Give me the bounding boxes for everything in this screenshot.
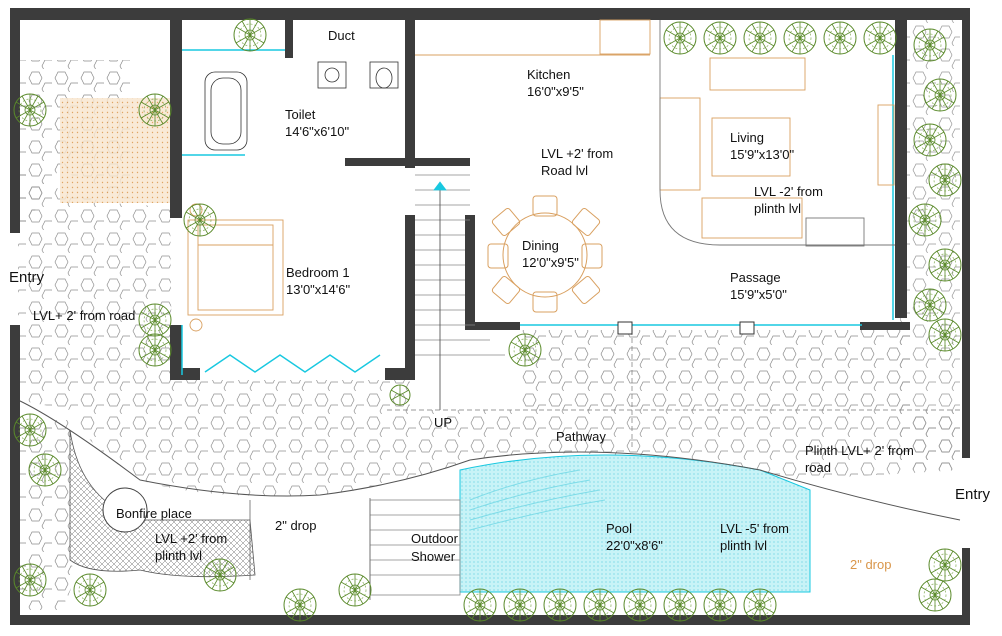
- duct-label: Duct: [328, 28, 355, 43]
- paved-area-main: [18, 170, 960, 496]
- bonfire-label: Bonfire place: [116, 506, 192, 521]
- living-furniture: [659, 20, 895, 247]
- toilet-name: Toilet: [285, 107, 316, 122]
- dining-dim: 12'0"x9'5": [522, 255, 579, 270]
- paved-area-right: [900, 20, 960, 470]
- bedroom-name: Bedroom 1: [286, 265, 350, 280]
- kitchen-name: Kitchen: [527, 67, 570, 82]
- kitchen-dim: 16'0"x9'5": [527, 84, 584, 99]
- level-road-line1: LVL +2' from: [541, 146, 613, 161]
- glass-lines: [181, 49, 894, 375]
- bed: [187, 203, 284, 332]
- bedroom-dim: 13'0"x14'6": [286, 282, 350, 297]
- living-level-line1: LVL -2' from: [754, 184, 823, 199]
- paved-area-bottom-left: [18, 420, 74, 610]
- dining-table: [487, 195, 603, 313]
- living-name: Living: [730, 130, 764, 145]
- bonfire-level-line1: LVL +2' from: [155, 531, 227, 546]
- staircase: [415, 174, 505, 410]
- toilet-dim: 14'6"x6'10": [285, 124, 349, 139]
- drop-label: 2" drop: [275, 518, 316, 533]
- plinth-line2: road: [805, 460, 831, 475]
- entry-right-label: Entry: [955, 486, 991, 503]
- pathway-label: Pathway: [556, 429, 606, 444]
- pool-level-line2: plinth lvl: [720, 538, 767, 553]
- stairs-up-label: UP: [434, 415, 452, 430]
- dining-name: Dining: [522, 238, 559, 253]
- paved-area-top-right: [520, 330, 910, 410]
- living-dim: 15'9"x13'0": [730, 147, 794, 162]
- toilet-fixtures: [204, 61, 399, 151]
- passage-name: Passage: [730, 270, 781, 285]
- level-road-left: LVL+ 2' from road: [33, 308, 135, 323]
- outdoor-shower-line1: Outdoor: [411, 531, 459, 546]
- pool-level-line1: LVL -5' from: [720, 521, 789, 536]
- entry-left-label: Entry: [9, 269, 45, 286]
- pool-name: Pool: [606, 521, 632, 536]
- outdoor-shower-line2: Shower: [411, 549, 456, 564]
- kitchen-counter: [415, 19, 651, 56]
- level-road-line2: Road lvl: [541, 163, 588, 178]
- bonfire-pad: [69, 429, 256, 578]
- passage-dim: 15'9"x5'0": [730, 287, 787, 302]
- bonfire-level-line2: plinth lvl: [155, 548, 202, 563]
- drop-orange-label: 2" drop: [850, 557, 891, 572]
- bonfire-circle: [102, 487, 148, 533]
- walls: [10, 8, 970, 625]
- deck-area: [60, 98, 170, 203]
- living-level-line2: plinth lvl: [754, 201, 801, 216]
- plinth-line1: Plinth LVL+ 2' from: [805, 443, 914, 458]
- pool-dim: 22'0"x8'6": [606, 538, 663, 553]
